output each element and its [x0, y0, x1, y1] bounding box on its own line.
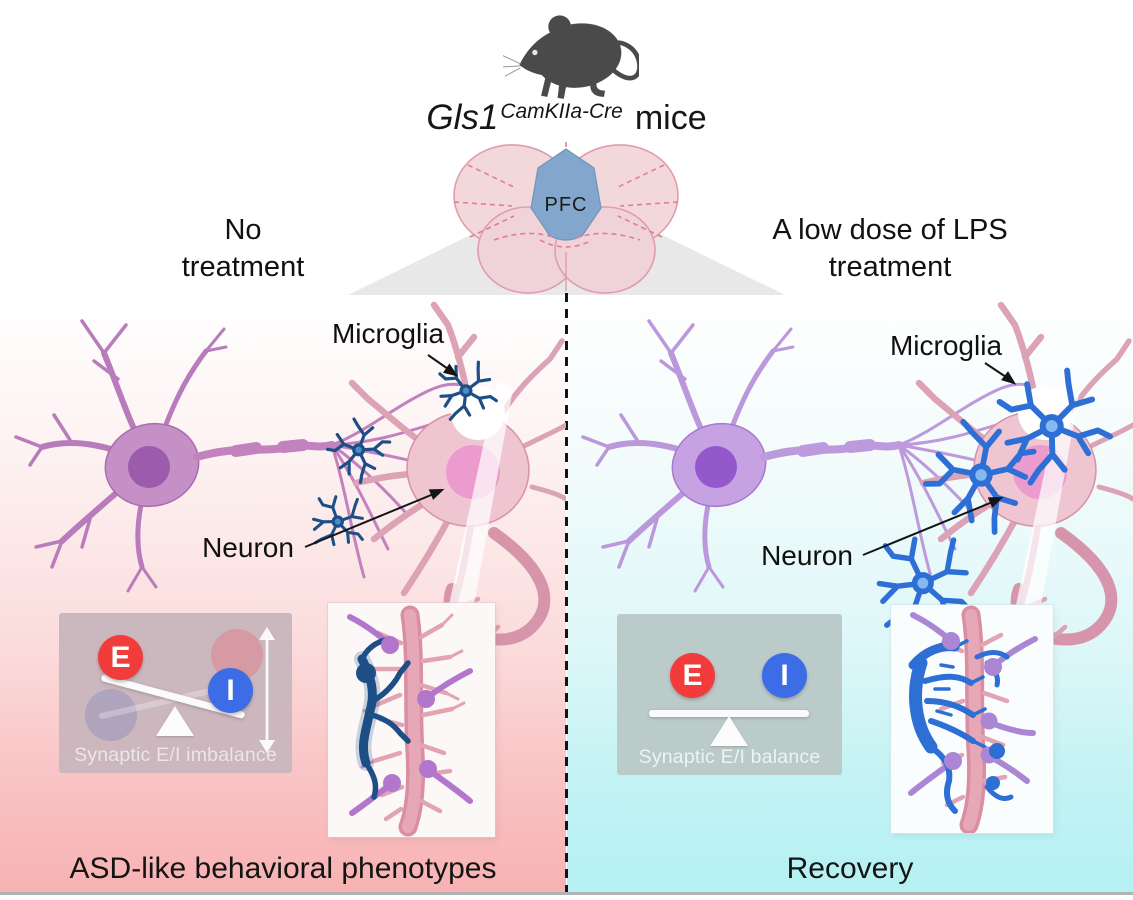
condition-right-line2: treatment: [828, 251, 952, 284]
dendrite-spine-inset-left: [328, 603, 495, 837]
inhibition-circle: I: [208, 668, 253, 713]
neuron-label: Neuron: [202, 532, 294, 563]
excitation-circle: E: [98, 635, 143, 680]
neuron-microglia-scene-left: [16, 305, 566, 656]
microglia-label: Microglia: [331, 318, 445, 349]
mouse-eye: [532, 49, 538, 56]
neuron-arrow: [304, 492, 437, 548]
neuron-pair: [583, 305, 1133, 656]
condition-left-line1: No: [224, 214, 262, 246]
condition-label-left: No treatment: [182, 212, 305, 286]
mouse-whiskers: [503, 55, 521, 77]
up-down-arrow-icon: [259, 627, 275, 753]
condition-right-line1: A low dose of LPS: [772, 214, 1008, 246]
fulcrum-triangle: [710, 716, 748, 746]
dendrite-spine-inset-right: [891, 605, 1053, 833]
outcome-label-left: ASD-like behavioral phenotypes: [69, 852, 497, 885]
ei-caption: Synaptic E/I balance: [638, 746, 821, 768]
dendrite-inset-art-right: [908, 605, 1038, 833]
ei-imbalance-box: E I Synaptic E/I imbalance: [59, 613, 292, 773]
title-suffix: mice: [634, 99, 707, 137]
neuron-arrow: [862, 500, 996, 556]
condition-left-line2: treatment: [181, 251, 305, 284]
gene-name: Gls1: [426, 98, 499, 137]
microglia-arrowhead: [442, 363, 459, 377]
neuron-arrowhead: [987, 496, 1004, 508]
ei-caption: Synaptic E/I imbalance: [74, 744, 277, 766]
fulcrum-triangle: [156, 706, 194, 736]
dendrite-inset-art-left: [347, 605, 473, 837]
ghost-i-circle: [85, 689, 137, 741]
condition-label-right: A low dose of LPS treatment: [772, 212, 1007, 286]
excitation-circle: E: [670, 653, 715, 698]
dendrite-core: [402, 609, 422, 833]
annotation-arrows: [304, 354, 459, 548]
lps-treatment-panel: Microglia Neuron E I Synaptic E/I balanc…: [567, 295, 1133, 893]
microglia-blob: [356, 663, 376, 683]
e-letter: E: [110, 640, 131, 674]
annotation-arrows: [862, 362, 1017, 556]
gene-superscript: CamKIIa-Cre: [500, 100, 623, 123]
i-letter: I: [780, 658, 789, 692]
neuron-arrowhead: [428, 488, 445, 500]
neuron-microglia-scene-right: [583, 305, 1133, 658]
bouton-heads: [381, 636, 437, 792]
outcome-label-right: Recovery: [786, 852, 914, 885]
microglia-arrowhead: [1001, 371, 1017, 385]
bouton-stalks: [347, 614, 473, 816]
ei-balance-box: E I Synaptic E/I balance: [617, 614, 842, 775]
engulfed-material: [986, 743, 1005, 790]
neuron-label: Neuron: [761, 540, 853, 571]
e-letter: E: [682, 658, 703, 692]
figure-baseline: [0, 892, 1133, 895]
dendrite-core: [963, 609, 983, 831]
microglia-cell-3: [296, 481, 380, 565]
bouton-stalks: [908, 612, 1038, 796]
inhibition-circle: I: [762, 653, 807, 698]
mouse-tail: [606, 40, 639, 81]
no-treatment-panel: Microglia Neuron E I Synaptic E/I imbala…: [0, 295, 566, 893]
bouton-heads: [942, 632, 1002, 770]
microglia-label: Microglia: [889, 330, 1003, 361]
pfc-label: PFC: [544, 194, 588, 216]
i-letter: I: [226, 673, 235, 707]
seesaw-beam: [649, 710, 809, 717]
mouse-icon: [503, 15, 639, 99]
panel-divider-dashed: [565, 293, 568, 895]
